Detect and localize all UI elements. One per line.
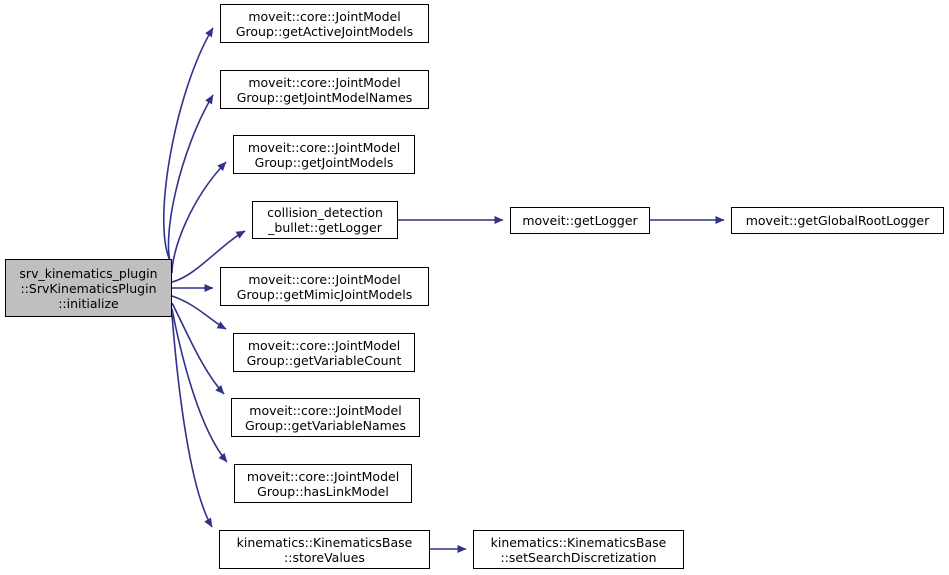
graph-node-label: moveit::getLogger [522,213,638,228]
graph-node-get_active_joint_models[interactable]: moveit::core::JointModel Group::getActiv… [220,4,429,43]
graph-node-get_joint_model_names[interactable]: moveit::core::JointModel Group::getJoint… [220,70,429,109]
graph-node-store_values[interactable]: kinematics::KinematicsBase ::storeValues [219,530,430,569]
graph-node-label: moveit::getGlobalRootLogger [745,213,930,228]
graph-node-label: moveit::core::JointModel Group::getActiv… [235,8,414,39]
edge-root-to-get_variable_count [171,295,227,330]
graph-node-set_search_discretization[interactable]: kinematics::KinematicsBase ::setSearchDi… [473,530,684,569]
graph-node-label: moveit::core::JointModel Group::getVaria… [244,402,406,433]
graph-node-label: kinematics::KinematicsBase ::storeValues [236,534,413,565]
graph-node-label: srv_kinematics_plugin ::SrvKinematicsPlu… [19,265,158,311]
graph-node-root[interactable]: srv_kinematics_plugin ::SrvKinematicsPlu… [5,259,172,317]
graph-node-label: collision_detection _bullet::getLogger [267,205,383,235]
graph-node-get_variable_names[interactable]: moveit::core::JointModel Group::getVaria… [231,398,420,437]
edge-root-to-has_link_model [171,308,228,463]
graph-node-moveit_get_logger[interactable]: moveit::getLogger [510,207,650,234]
edge-root-to-get_variable_names [171,302,225,395]
edge-root-to-get_joint_models [171,161,227,274]
graph-node-has_link_model[interactable]: moveit::core::JointModel Group::hasLinkM… [234,464,412,503]
graph-node-get_mimic_joint_models[interactable]: moveit::core::JointModel Group::getMimic… [220,267,429,306]
edge-root-to-get_active_joint_models [162,27,214,265]
graph-node-label: kinematics::KinematicsBase ::setSearchDi… [490,534,667,565]
graph-node-label: moveit::core::JointModel Group::getVaria… [246,337,402,368]
edge-root-to-get_joint_model_names [167,94,214,269]
graph-node-label: moveit::core::JointModel Group::getJoint… [247,139,401,170]
graph-node-label: moveit::core::JointModel Group::getMimic… [236,271,413,302]
edge-root-to-store_values [171,314,213,528]
graph-node-get_joint_models[interactable]: moveit::core::JointModel Group::getJoint… [233,135,415,174]
graph-node-bullet_get_logger[interactable]: collision_detection _bullet::getLogger [252,201,398,239]
graph-node-get_variable_count[interactable]: moveit::core::JointModel Group::getVaria… [233,333,415,372]
graph-node-moveit_get_global_root_logger[interactable]: moveit::getGlobalRootLogger [731,207,944,234]
edge-root-to-bullet_get_logger [171,230,246,283]
graph-node-label: moveit::core::JointModel Group::getJoint… [236,74,413,105]
graph-node-label: moveit::core::JointModel Group::hasLinkM… [246,468,400,499]
